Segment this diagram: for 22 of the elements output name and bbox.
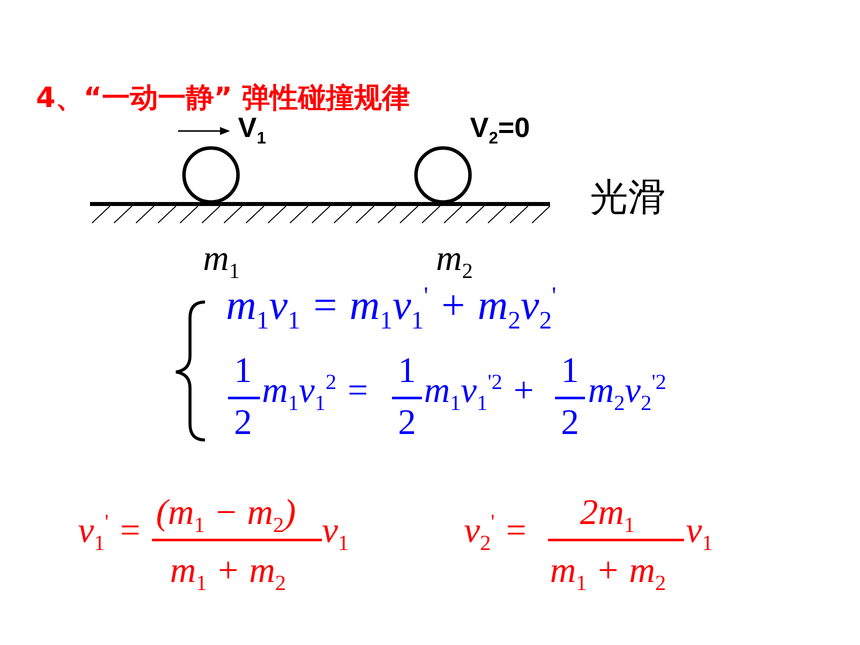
formula-term: m$_{1}$v$_{1}$$^{2}$ = xyxy=(262,372,370,415)
velocity-label: V$_{1}$ xyxy=(238,114,266,148)
formula-term: m$_{1}$v$_{1}$$^{'2}$ + xyxy=(424,372,536,415)
denominator: m$_{1}$ + m$_{2}$ xyxy=(170,552,286,595)
velocity-label: V$_{2}$=0 xyxy=(470,114,530,148)
formula-term: v$_{1}$ xyxy=(322,512,349,555)
denominator: 2 xyxy=(398,404,416,440)
denominator: m$_{1}$ + m$_{2}$ xyxy=(550,552,666,595)
numerator: (m$_{1}$ − m$_{2}$) xyxy=(156,494,296,537)
denominator: 2 xyxy=(234,404,252,440)
formula-term: v$_{1}$$^{'}$ = xyxy=(78,512,142,555)
surface-label: 光滑 xyxy=(590,178,666,216)
title: 4、“一动一静” 弹性碰撞规律 xyxy=(36,84,410,112)
formula-term: v$_{1}$ xyxy=(686,512,713,555)
numerator: 1 xyxy=(561,352,579,388)
numerator: 1 xyxy=(398,352,416,388)
formula-term: v$_{2}$$^{'}$ = xyxy=(464,512,528,555)
numerator: 1 xyxy=(234,352,252,388)
denominator: 2 xyxy=(561,404,579,440)
mass-label: m$_{1}$ xyxy=(203,240,240,283)
mass-label: m$_{2}$ xyxy=(436,240,473,283)
numerator: 2m$_{1}$ xyxy=(580,494,635,537)
